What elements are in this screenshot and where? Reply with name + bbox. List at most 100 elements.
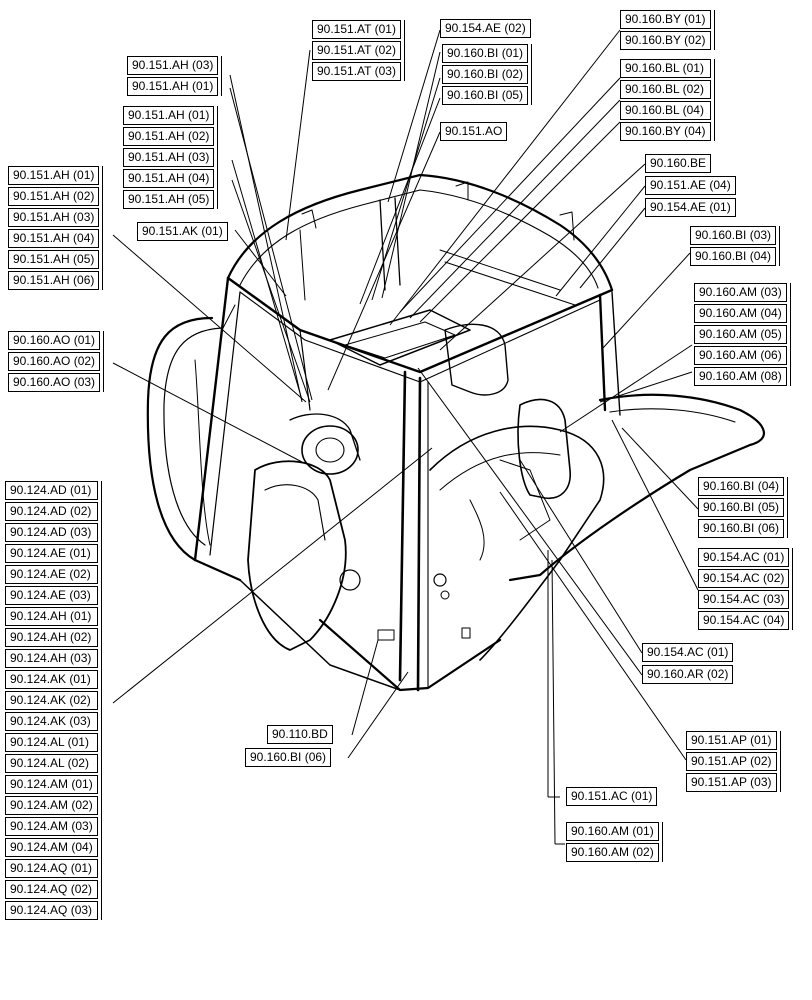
part-number-label: 90.160.AM (05) [694,325,787,344]
part-number-label: 90.160.BL (01) [620,59,711,78]
part-number-label: 90.151.AH (04) [8,229,100,248]
label-group-151AT: 90.151.AT (01)90.151.AT (02)90.151.AT (0… [312,20,405,83]
group-bracket [98,481,102,920]
part-number-label: 90.151.AH (02) [8,187,100,206]
part-number-label: 90.151.AH (05) [8,250,100,269]
part-number-label: 90.160.BI (03) [690,226,777,245]
steering-console [247,460,347,651]
part-number-label: 90.160.AM (02) [566,843,659,862]
part-number-label: 90.151.AH (06) [8,271,100,290]
group-bracket [401,20,405,81]
part-number-label: 90.124.AK (02) [5,691,98,710]
part-number-label: 90.124.AQ (02) [5,880,98,899]
group-bracket [777,731,781,792]
part-number-label: 90.124.AQ (03) [5,901,98,920]
label-group-154AC: 90.154.AC (01) 90.154.AC (02) 90.154.AC (0… [698,548,794,632]
part-number-label: 90.124.AM (02) [5,796,98,815]
part-number-label: 90.151.AC (01) [566,787,658,806]
group-bracket [99,166,104,290]
part-number-label: 90.160.BI (04) [698,477,785,496]
group-bracket [528,44,533,105]
part-number-label: 90.160.BI (05) [698,498,785,517]
cab-rear-panel [146,316,242,582]
group-bracket [784,477,789,538]
part-number-label: 90.160.AO (02) [8,352,101,371]
part-number-label: 90.124.AM (01) [5,775,98,794]
part-number-label: 90.151.AT (02) [312,41,401,60]
part-number-label: 90.160.AR (02) [642,665,734,684]
part-number-label: 90.154.AC (01) [698,548,790,567]
group-bracket [711,10,715,50]
label-group-151AO: 90.151.AO [440,122,508,143]
part-number-label: 90.151.AK (01) [137,222,228,241]
front-pillar [398,370,407,682]
label-group-124: 90.124.AD (01)90.124.AD (02)90.124.AD (0… [5,481,102,922]
label-group-110BD: 90.110.BD [267,725,333,746]
part-number-label: 90.151.AH (01) [123,106,215,125]
group-bracket [787,283,791,386]
label-group-151AH-left: 90.151.AH (01) 90.151.AH (02) 90.151.AH (0… [8,166,104,292]
part-number-label: 90.151.AP (01) [686,731,777,750]
part-number-label: 90.151.AT (01) [312,20,401,39]
part-number-label: 90.124.AE (01) [5,544,98,563]
part-number-label: 90.151.AO [440,122,508,141]
group-bracket [659,822,663,862]
part-number-label: 90.124.AQ (01) [5,859,98,878]
label-group-160BY: 90.160.BY (01) 90.160.BY (02) [620,10,715,52]
floor-plate [318,618,502,692]
part-number-label: 90.124.AL (01) [5,733,98,752]
part-number-label: 90.160.BI (02) [442,65,529,84]
part-number-label: 90.160.BL (02) [620,80,711,99]
label-group-160AM-right: 90.160.AM (03) 90.160.AM (04) 90.160.AM (0… [694,283,791,388]
part-number-label: 90.124.AL (02) [5,754,98,773]
part-number-label: 90.154.AE (02) [440,19,531,38]
label-group-151AK: 90.151.AK (01) [137,222,228,243]
part-number-label: 90.160.AM (04) [694,304,787,323]
part-number-label: 90.124.AH (03) [5,649,98,668]
part-number-label: 90.160.BY (04) [620,122,711,141]
label-group-151AP: 90.151.AP (01)90.151.AP (02)90.151.AP (0… [686,731,781,794]
part-number-label: 90.160.BI (05) [442,86,529,105]
group-bracket [776,226,781,266]
label-group-154AE-02: 90.154.AE (02) [440,19,531,40]
part-number-label: 90.151.AP (02) [686,752,777,771]
label-group-160BI-01: 90.160.BI (01) 90.160.BI (02) 90.160.BI (0… [442,44,533,107]
part-number-label: 90.151.AH (01) [8,166,100,185]
part-number-label: 90.154.AC (04) [698,611,790,630]
part-number-label: 90.151.AH (03) [123,148,215,167]
part-number-label: 90.151.AH (04) [123,169,215,188]
part-number-label: 90.160.AM (01) [566,822,659,841]
part-number-label: 90.154.AC (02) [698,569,790,588]
label-group-154AC-01: 90.154.AC (01) [642,643,734,664]
part-number-label: 90.160.AM (03) [694,283,787,302]
group-bracket [789,548,794,630]
part-number-label: 90.160.AO (03) [8,373,101,392]
part-number-label: 90.124.AE (03) [5,586,98,605]
label-group-151AC: 90.151.AC (01) [566,787,658,808]
group-bracket [711,59,715,141]
group-bracket [214,106,219,209]
part-number-label: 90.160.BY (01) [620,10,711,29]
part-number-label: 90.160.BY (02) [620,31,711,50]
group-bracket [100,331,105,392]
part-number-label: 90.160.BI (01) [442,44,529,63]
part-number-label: 90.124.AH (02) [5,628,98,647]
part-number-label: 90.110.BD [267,725,333,744]
label-group-160AO: 90.160.AO (01)90.160.AO (02)90.160.AO (0… [8,331,105,394]
label-group-160BE: 90.160.BE [645,154,712,175]
part-number-label: 90.160.BE [645,154,712,173]
cab-roof [226,173,614,292]
label-group-151AE-04: 90.151.AE (04) [645,176,736,197]
part-number-label: 90.151.AH (03) [127,56,219,75]
label-group-151AH-mid: 90.151.AH (01)90.151.AH (02)90.151.AH (0… [123,106,219,211]
part-number-label: 90.124.AM (03) [5,817,98,836]
seat [517,398,571,499]
label-group-160BL: 90.160.BL (01)90.160.BL (02)90.160.BL (0… [620,59,715,143]
label-group-160AM-bottom: 90.160.AM (01) 90.160.AM (02) [566,822,663,864]
part-number-label: 90.151.AH (05) [123,190,215,209]
left-rear-pillar [193,276,230,562]
part-number-label: 90.154.AC (03) [698,590,790,609]
right-door [429,425,605,661]
right-fender [508,393,766,582]
